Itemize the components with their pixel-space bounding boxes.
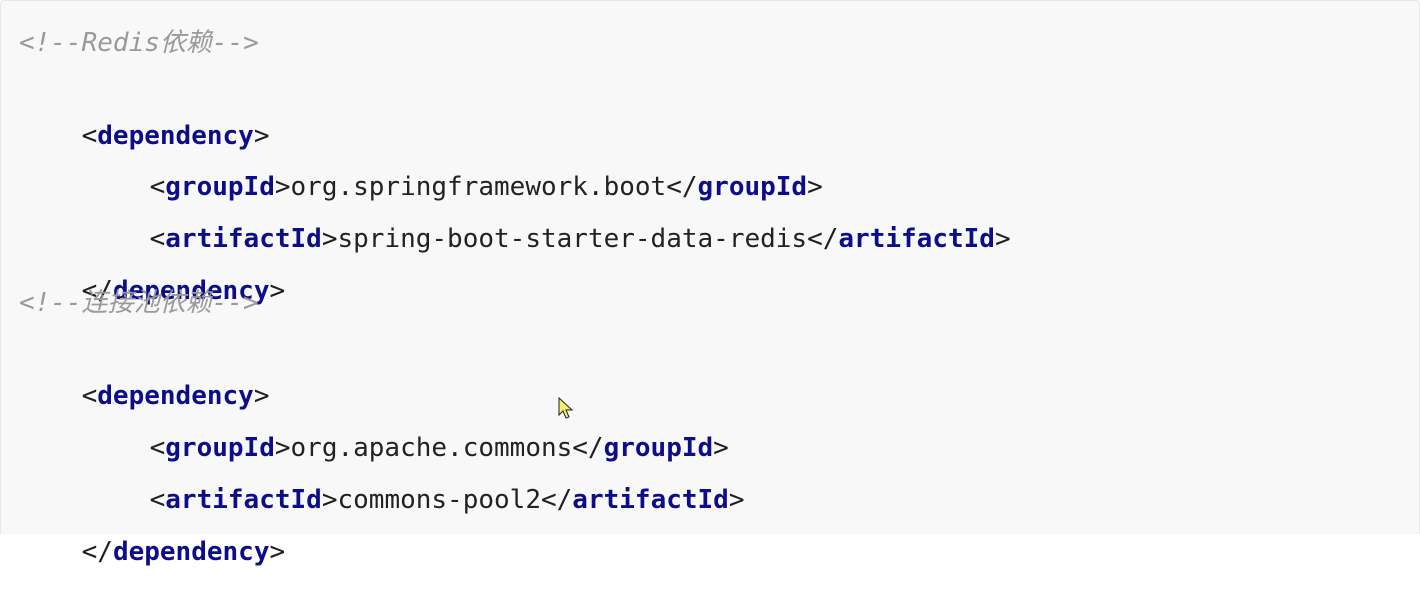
- tag-open-bracket: <: [149, 433, 166, 463]
- comment-pool-dependency: <!--连接池依赖-->: [19, 288, 259, 318]
- artifactid-tag-end: artifactId: [838, 224, 995, 254]
- tag-end-open-bracket: </: [807, 224, 839, 254]
- pool-groupid-value: org.apache.commons: [290, 433, 573, 463]
- code-line-dependency-close-2: </dependency>: [19, 492, 286, 567]
- groupid-tag: groupId: [165, 172, 275, 202]
- tag-end-open-bracket: </: [540, 485, 573, 515]
- tag-close-bracket: >: [728, 485, 745, 515]
- tag-open-bracket: <: [81, 121, 98, 151]
- code-line-pool-artifactid: <artifactId>commons-pool2</artifactId>: [19, 440, 745, 515]
- groupid-tag-end: groupId: [603, 433, 714, 463]
- tag-open-bracket: <: [149, 172, 166, 202]
- code-line-dependency-close-1: </dependency>: [19, 231, 286, 306]
- tag-end-open-bracket: </: [81, 276, 113, 306]
- groupid-tag-end: groupId: [697, 172, 808, 202]
- tag-close-bracket: >: [713, 433, 729, 463]
- artifactid-tag-end: artifactId: [572, 485, 729, 515]
- tag-close-bracket: >: [253, 381, 270, 411]
- tag-open-bracket: <: [149, 224, 166, 254]
- redis-groupid-value: org.springframework.boot: [290, 172, 667, 202]
- comment-redis-dependency: <!--Redis依赖-->: [19, 28, 259, 58]
- dependency-tag-end: dependency: [112, 276, 270, 306]
- code-line-redis-groupid: <groupId>org.springframework.boot</group…: [19, 127, 823, 202]
- code-line-pool-groupid: <groupId>org.apache.commons</groupId>: [19, 388, 729, 463]
- pool-artifactid-value: commons-pool2: [337, 485, 541, 515]
- tag-close-bracket: >: [274, 172, 291, 202]
- code-line-dependency-open-1: <dependency>: [19, 76, 270, 151]
- redis-artifactid-value: spring-boot-starter-data-redis: [337, 224, 808, 254]
- dependency-tag-end: dependency: [112, 537, 270, 567]
- tag-close-bracket: >: [269, 276, 286, 306]
- dependency-tag: dependency: [97, 121, 254, 151]
- code-line-redis-artifactid: <artifactId>spring-boot-starter-data-red…: [19, 179, 1011, 254]
- tag-end-open-bracket: </: [572, 433, 604, 463]
- tag-end-open-bracket: </: [81, 537, 113, 567]
- tag-close-bracket: >: [807, 172, 823, 202]
- tag-close-bracket: >: [321, 224, 338, 254]
- tag-close-bracket: >: [321, 485, 338, 515]
- tag-close-bracket: >: [269, 537, 286, 567]
- tag-end-open-bracket: </: [666, 172, 698, 202]
- tag-open-bracket: <: [149, 485, 166, 515]
- tag-close-bracket: >: [253, 121, 270, 151]
- code-block: <!--Redis依赖--> <dependency> <groupId>org…: [0, 0, 1420, 567]
- tag-close-bracket: >: [994, 224, 1011, 254]
- mouse-pointer-icon: [558, 397, 574, 419]
- tag-close-bracket: >: [274, 433, 291, 463]
- artifactid-tag: artifactId: [165, 224, 322, 254]
- artifactid-tag: artifactId: [165, 485, 322, 515]
- tag-open-bracket: <: [81, 381, 98, 411]
- dependency-tag: dependency: [97, 381, 254, 411]
- code-line-dependency-open-2: <dependency>: [19, 336, 270, 411]
- groupid-tag: groupId: [165, 433, 275, 463]
